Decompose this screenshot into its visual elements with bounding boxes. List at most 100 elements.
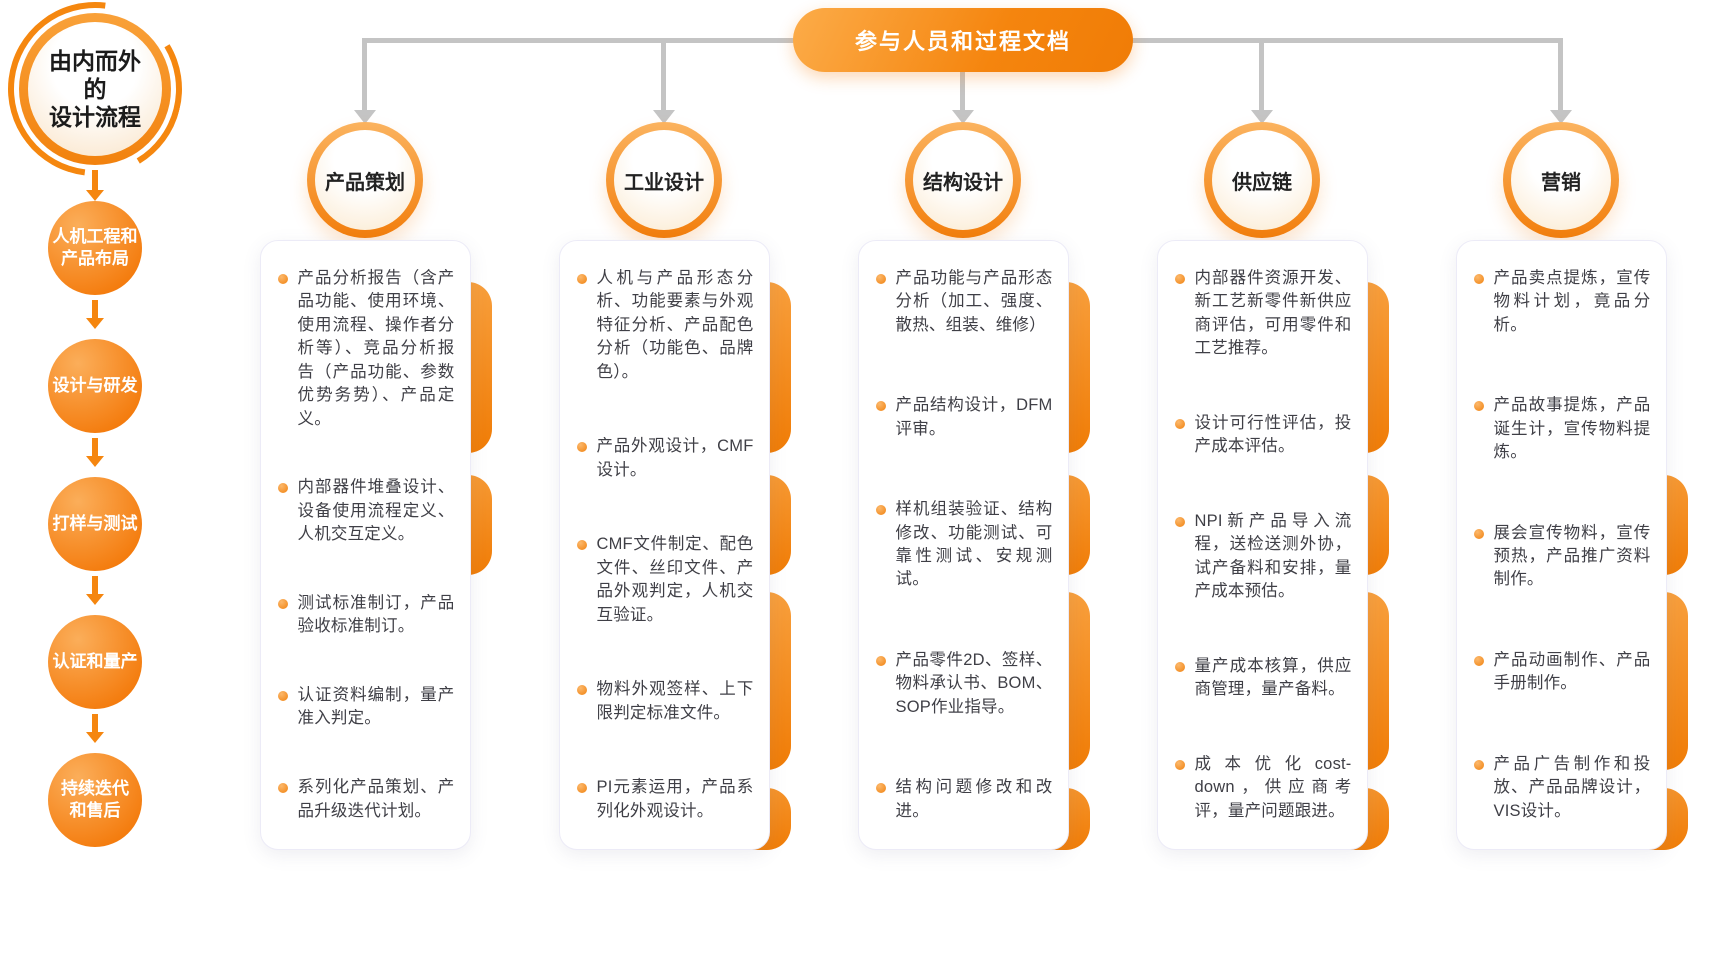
list-item-text: 产品广告制作和投放、产品品牌设计，VIS设计。 xyxy=(1493,754,1651,820)
column-header-circle: 工业设计 xyxy=(606,122,722,238)
list-item: PI元素运用，产品系列化外观设计。 xyxy=(576,776,754,823)
connector-drop-line xyxy=(1558,38,1563,112)
list-item: 产品功能与产品形态分析（加工、强度、散热、组装、维修） xyxy=(875,267,1053,337)
list-item: 产品零件2D、签样、物料承认书、BOM、SOP作业指导。 xyxy=(875,649,1053,719)
column-title: 营销 xyxy=(1511,130,1611,230)
bullet-dot-icon xyxy=(1473,655,1484,666)
badge-ring: 由内而外 的 设计流程 xyxy=(19,13,171,165)
column-card-zone: 产品分析报告（含产品功能、使用环境、使用流程、操作者分析等）、竞品分析报告（产品… xyxy=(259,240,492,850)
list-item: 内部器件堆叠设计、设备使用流程定义、人机交互定义。 xyxy=(277,476,455,546)
list-item: 产品结构设计，DFM评审。 xyxy=(875,394,1053,441)
connector-drop-line xyxy=(1259,38,1264,112)
bullet-dot-icon xyxy=(1174,418,1185,429)
down-arrow-icon xyxy=(86,576,104,605)
column-header-circle: 供应链 xyxy=(1204,122,1320,238)
flow-step-prototype-test: 打样与测试 xyxy=(48,477,142,571)
bullet-dot-icon xyxy=(277,598,288,609)
column-title: 产品策划 xyxy=(315,130,415,230)
list-item-text: 人机与产品形态分析、功能要素与外观特征分析、产品配色分析（功能色、品牌色）。 xyxy=(596,269,754,381)
column-title: 供应链 xyxy=(1212,130,1312,230)
list-item-text: NPI新产品导入流程，送检送测外协，试产备料和安排，量产成本预估。 xyxy=(1194,511,1352,601)
column-supply-chain: 供应链 内部器件资源开发、新工艺新零件新供应商评估，可用零件和工艺推荐。 设计可… xyxy=(1156,122,1389,862)
column-header-circle: 产品策划 xyxy=(307,122,423,238)
process-title-badge: 由内而外 的 设计流程 xyxy=(0,0,218,212)
list-item-text: 结构问题修改和改进。 xyxy=(895,778,1053,820)
column-header-circle: 结构设计 xyxy=(905,122,1021,238)
column-industrial-design: 工业设计 人机与产品形态分析、功能要素与外观特征分析、产品配色分析（功能色、品牌… xyxy=(558,122,791,862)
flow-step-design-rnd: 设计与研发 xyxy=(48,339,142,433)
bullet-dot-icon xyxy=(1174,274,1185,284)
column-card: 人机与产品形态分析、功能要素与外观特征分析、产品配色分析（功能色、品牌色）。 产… xyxy=(558,240,770,850)
list-item-text: CMF文件制定、配色文件、丝印文件、产品外观判定，人机交互验证。 xyxy=(596,535,754,624)
list-item: 产品故事提炼，产品诞生计，宣传物料提炼。 xyxy=(1473,394,1651,464)
column-card: 内部器件资源开发、新工艺新零件新供应商评估，可用零件和工艺推荐。 设计可行性评估… xyxy=(1156,240,1368,850)
bullet-dot-icon xyxy=(277,783,288,794)
flow-step-certification-massprod: 认证和量产 xyxy=(48,615,142,709)
list-item: 人机与产品形态分析、功能要素与外观特征分析、产品配色分析（功能色、品牌色）。 xyxy=(576,267,754,384)
down-arrow-icon xyxy=(86,438,104,467)
list-item-text: 产品故事提炼，产品诞生计，宣传物料提炼。 xyxy=(1493,396,1651,462)
bullet-dot-icon xyxy=(576,783,587,794)
bullet-dot-icon xyxy=(875,783,886,794)
list-item-text: 产品动画制作、产品手册制作。 xyxy=(1493,650,1651,693)
list-item-text: 产品外观设计，CMF设计。 xyxy=(596,437,754,479)
bullet-dot-icon xyxy=(277,691,288,701)
list-item: 量产成本核算，供应商管理，量产备料。 xyxy=(1174,655,1352,702)
list-item: 产品动画制作、产品手册制作。 xyxy=(1473,649,1651,696)
column-card: 产品功能与产品形态分析（加工、强度、散热、组装、维修） 产品结构设计，DFM评审… xyxy=(857,240,1069,850)
list-item-text: 产品零件2D、签样、物料承认书、BOM、SOP作业指导。 xyxy=(895,650,1053,716)
list-item: CMF文件制定、配色文件、丝印文件、产品外观判定，人机交互验证。 xyxy=(576,533,754,627)
gray-arrowhead-icon xyxy=(1251,110,1273,135)
list-item-text: 样机组装验证、结构修改、功能测试、可靠性测试、安规测试。 xyxy=(895,500,1053,589)
connector-drop-line xyxy=(362,38,367,112)
gray-arrowhead-icon xyxy=(354,110,376,135)
bullet-dot-icon xyxy=(576,442,587,453)
column-header-circle: 营销 xyxy=(1503,122,1619,238)
list-item-text: 产品功能与产品形态分析（加工、强度、散热、组装、维修） xyxy=(895,269,1053,334)
bullet-dot-icon xyxy=(576,685,587,696)
column-card-zone: 产品功能与产品形态分析（加工、强度、散热、组装、维修） 产品结构设计，DFM评审… xyxy=(857,240,1090,850)
list-item-text: 认证资料编制，量产准入判定。 xyxy=(297,686,455,728)
down-arrow-icon xyxy=(86,170,104,201)
bullet-dot-icon xyxy=(277,483,288,494)
list-item-text: 展会宣传物料，宣传预热，产品推广资料制作。 xyxy=(1493,523,1651,589)
bullet-dot-icon xyxy=(576,540,587,551)
bullet-dot-icon xyxy=(1473,759,1484,770)
list-item: 结构问题修改和改进。 xyxy=(875,776,1053,823)
column-card: 产品分析报告（含产品功能、使用环境、使用流程、操作者分析等）、竞品分析报告（产品… xyxy=(259,240,471,850)
list-item: 样机组装验证、结构修改、功能测试、可靠性测试、安规测试。 xyxy=(875,498,1053,592)
column-card-zone: 产品卖点提炼，宣传物料计划，竟品分析。 产品故事提炼，产品诞生计，宣传物料提炼。… xyxy=(1455,240,1688,850)
list-item: 产品分析报告（含产品功能、使用环境、使用流程、操作者分析等）、竞品分析报告（产品… xyxy=(277,267,455,431)
bullet-dot-icon xyxy=(1174,661,1185,672)
list-item: 测试标准制订，产品验收标准制订。 xyxy=(277,592,455,639)
column-title: 工业设计 xyxy=(614,130,714,230)
list-item-text: 产品分析报告（含产品功能、使用环境、使用流程、操作者分析等）、竞品分析报告（产品… xyxy=(297,269,455,428)
bullet-dot-icon xyxy=(277,274,288,284)
gray-arrowhead-icon xyxy=(952,110,974,135)
bullet-dot-icon xyxy=(875,505,886,516)
list-item-text: 产品卖点提炼，宣传物料计划，竟品分析。 xyxy=(1493,269,1651,334)
list-item: NPI新产品导入流程，送检送测外协，试产备料和安排，量产成本预估。 xyxy=(1174,510,1352,604)
list-item-text: 物料外观签样、上下限判定标准文件。 xyxy=(596,680,754,722)
list-item: 物料外观签样、上下限判定标准文件。 xyxy=(576,678,754,725)
column-title: 结构设计 xyxy=(913,130,1013,230)
connector-drop-line xyxy=(661,38,666,112)
list-item-text: 内部器件资源开发、新工艺新零件新供应商评估，可用零件和工艺推荐。 xyxy=(1194,269,1352,358)
list-item: 产品外观设计，CMF设计。 xyxy=(576,435,754,482)
down-arrow-icon xyxy=(86,714,104,743)
list-item: 成本优化cost-down，供应商考评，量产问题跟进。 xyxy=(1174,753,1352,823)
list-item: 认证资料编制，量产准入判定。 xyxy=(277,684,455,731)
bullet-dot-icon xyxy=(1473,528,1484,539)
list-item-text: 系列化产品策划、产品升级迭代计划。 xyxy=(297,778,455,820)
column-structural-design: 结构设计 产品功能与产品形态分析（加工、强度、散热、组装、维修） 产品结构设计，… xyxy=(857,122,1090,862)
column-card-zone: 人机与产品形态分析、功能要素与外观特征分析、产品配色分析（功能色、品牌色）。 产… xyxy=(558,240,791,850)
list-item-text: 内部器件堆叠设计、设备使用流程定义、人机交互定义。 xyxy=(297,478,455,544)
connector-drop-line xyxy=(960,38,965,112)
list-item-text: 产品结构设计，DFM评审。 xyxy=(895,396,1053,438)
badge-title: 由内而外 的 设计流程 xyxy=(28,22,162,156)
gray-arrowhead-icon xyxy=(653,110,675,135)
list-item-text: 设计可行性评估，投产成本评估。 xyxy=(1194,413,1352,456)
column-marketing: 营销 产品卖点提炼，宣传物料计划，竟品分析。 产品故事提炼，产品诞生计，宣传物料… xyxy=(1455,122,1688,862)
list-item-text: PI元素运用，产品系列化外观设计。 xyxy=(596,778,754,820)
list-item: 内部器件资源开发、新工艺新零件新供应商评估，可用零件和工艺推荐。 xyxy=(1174,267,1352,361)
